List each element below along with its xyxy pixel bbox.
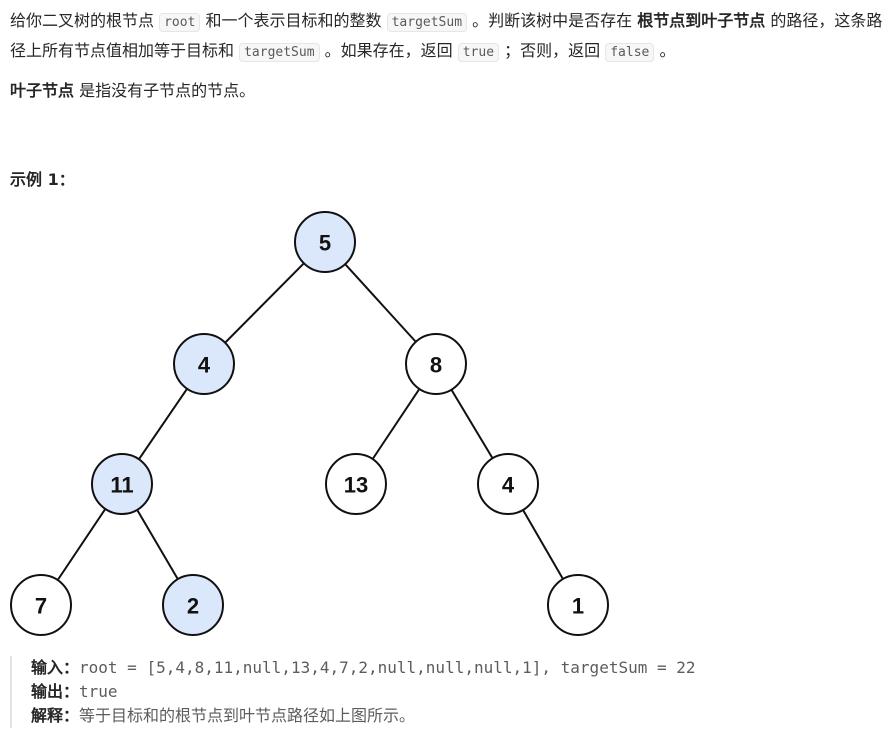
example-explain-row: 解释：等于目标和的根节点到叶节点路径如上图所示。 bbox=[31, 704, 880, 728]
example-output-row: 输出：true bbox=[31, 680, 880, 704]
desc-text: 。 bbox=[654, 41, 676, 60]
example-input-row: 输入：root = [5,4,8,11,null,13,4,7,2,null,n… bbox=[31, 656, 880, 680]
code-true: true bbox=[457, 43, 500, 62]
tree-node-value: 2 bbox=[187, 594, 199, 619]
output-value: true bbox=[79, 682, 118, 701]
leaf-text: 是指没有子节点的节点。 bbox=[74, 81, 256, 100]
bold-leaf: 叶子节点 bbox=[10, 81, 75, 100]
tree-edges bbox=[40, 241, 579, 606]
tree-node-value: 4 bbox=[502, 473, 515, 498]
leaf-definition: 叶子节点 是指没有子节点的节点。 bbox=[10, 77, 885, 105]
bold-root-to-leaf: 根节点到叶子节点 bbox=[637, 11, 766, 30]
tree-node: 13 bbox=[325, 453, 387, 515]
tree-node: 2 bbox=[162, 574, 224, 636]
desc-text: ；否则，返回 bbox=[499, 41, 606, 60]
output-label: 输出： bbox=[31, 682, 80, 701]
tree-node-value: 8 bbox=[430, 353, 442, 378]
desc-text: 给你二叉树的根节点 bbox=[10, 11, 160, 30]
example-io-block: 输入：root = [5,4,8,11,null,13,4,7,2,null,n… bbox=[10, 656, 880, 728]
tree-node: 11 bbox=[91, 453, 153, 515]
problem-description: 给你二叉树的根节点 root 和一个表示目标和的整数 targetSum 。判断… bbox=[10, 7, 885, 67]
code-targetsum: targetSum bbox=[239, 43, 320, 62]
input-label: 输入： bbox=[31, 658, 80, 677]
desc-text: 。判断该树中是否存在 bbox=[467, 11, 638, 30]
code-root: root bbox=[159, 13, 201, 32]
tree-node: 5 bbox=[294, 211, 356, 273]
tree-node: 1 bbox=[547, 574, 609, 636]
tree-node: 4 bbox=[477, 453, 539, 515]
input-value: root = [5,4,8,11,null,13,4,7,2,null,null… bbox=[79, 658, 696, 677]
tree-node: 4 bbox=[173, 333, 235, 395]
tree-node-value: 13 bbox=[344, 473, 368, 498]
tree-node-value: 1 bbox=[572, 594, 584, 619]
tree-node-value: 4 bbox=[198, 353, 211, 378]
code-targetsum: targetSum bbox=[386, 13, 468, 32]
tree-node-value: 5 bbox=[319, 231, 331, 256]
explain-value: 等于目标和的根节点到叶节点路径如上图所示。 bbox=[79, 706, 416, 725]
tree-node-value: 11 bbox=[110, 473, 133, 498]
desc-text: 和一个表示目标和的整数 bbox=[200, 11, 387, 30]
explain-label: 解释： bbox=[31, 706, 80, 725]
binary-tree-diagram: 5 4 8 11 13 4 7 2 bbox=[10, 211, 609, 636]
desc-text: 的路径，这条路径上所有节点值相加等于目标和 bbox=[10, 11, 883, 60]
tree-node-value: 7 bbox=[35, 594, 47, 619]
example-title: 示例 1： bbox=[10, 170, 75, 189]
tree-node: 8 bbox=[405, 333, 467, 395]
desc-text: 。如果存在，返回 bbox=[319, 41, 458, 60]
code-false: false bbox=[605, 43, 655, 62]
tree-node: 7 bbox=[10, 574, 72, 636]
